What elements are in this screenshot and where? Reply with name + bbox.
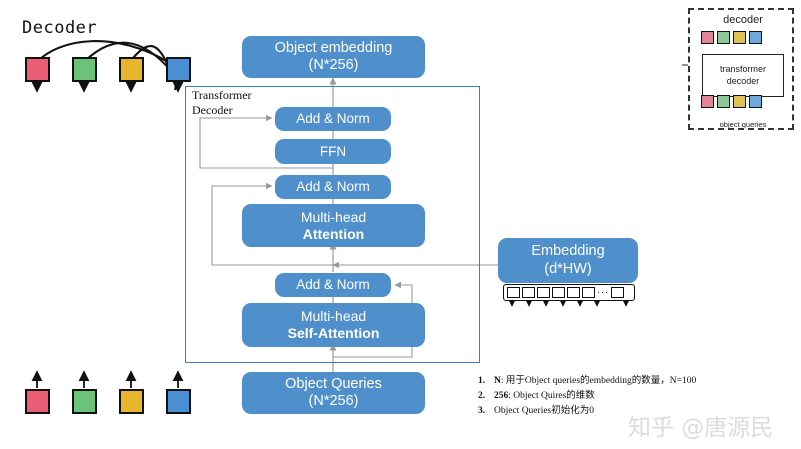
embedding-token-ellipsis: ···	[597, 287, 609, 297]
inset-bottom-square-blue	[749, 95, 762, 108]
embedding-token-cell	[507, 287, 520, 298]
decoder-square-green	[72, 57, 97, 82]
object-embedding-dims: (N*256)	[308, 57, 359, 73]
inset-bottom-square-red	[701, 95, 714, 108]
inset-decoder-diagram: decoder transformer decoder object queri…	[688, 8, 794, 130]
multi-head-self-attention-label-line1: Multi-head	[300, 308, 367, 325]
add-norm-mid-label: Add & Norm	[296, 179, 370, 195]
note-text: Object Quires的维数	[513, 391, 595, 401]
add-norm-bottom-box[interactable]: Add & Norm	[275, 273, 391, 297]
add-norm-mid-box[interactable]: Add & Norm	[275, 175, 391, 199]
add-norm-bottom-label: Add & Norm	[296, 277, 370, 293]
embedding-token-strip: ···	[503, 284, 635, 301]
inset-caption: object queries	[719, 120, 767, 129]
object-queries-label: Object Queries	[285, 375, 382, 392]
notes-list: 1. N: 用于Object queries的embedding的数量，N=10…	[478, 374, 778, 419]
object-query-square-blue	[166, 389, 191, 414]
note-body: N: 用于Object queries的embedding的数量，N=100	[494, 374, 696, 389]
decoder-top-arrows	[31, 82, 184, 93]
note-body: 256: Object Quires的维数	[494, 389, 595, 404]
decoder-square-blue	[166, 57, 191, 82]
multi-head-attention-label-line2: Attention	[302, 225, 365, 242]
decoder-arcs	[32, 40, 178, 91]
note-index: 2.	[478, 391, 486, 401]
multi-head-self-attention-box[interactable]: Multi-head Self-Attention	[242, 303, 425, 347]
embedding-token-cell	[552, 287, 565, 298]
inset-title: decoder	[723, 14, 763, 26]
embedding-token-cell	[522, 287, 535, 298]
multi-head-attention-label-line1: Multi-head	[300, 208, 367, 225]
inset-transformer-decoder-box: transformer decoder	[702, 54, 784, 97]
add-norm-top-label: Add & Norm	[296, 111, 370, 127]
object-queries-box[interactable]: Object Queries (N*256)	[242, 372, 425, 414]
embedding-token-cell	[567, 287, 580, 298]
note-sep: :	[508, 391, 511, 401]
decoder-square-red	[25, 57, 50, 82]
decoder-title: Decoder	[22, 18, 98, 38]
note-key: 256	[494, 391, 509, 401]
note-item: 2. 256: Object Quires的维数	[478, 389, 778, 404]
inset-bottom-square-yellow	[733, 95, 746, 108]
object-query-square-green	[72, 389, 97, 414]
note-key: N	[494, 376, 501, 386]
transformer-decoder-label: Transformer Decoder	[192, 88, 272, 118]
inset-top-square-green	[717, 31, 730, 44]
note-text: Object Queries初始化为0	[494, 406, 594, 416]
embedding-token-cell	[582, 287, 595, 298]
embedding-strip-stems	[508, 300, 630, 307]
embedding-dims: (d*HW)	[544, 260, 592, 277]
object-query-square-red	[25, 389, 50, 414]
multi-head-self-attention-label-line2: Self-Attention	[287, 325, 380, 341]
add-norm-top-box[interactable]: Add & Norm	[275, 107, 391, 131]
note-item: 3. Object Queries初始化为0	[478, 404, 778, 419]
embedding-box[interactable]: Embedding (d*HW)	[498, 238, 638, 283]
ffn-box[interactable]: FFN	[275, 139, 391, 164]
inset-top-square-blue	[749, 31, 762, 44]
embedding-token-cell	[537, 287, 550, 298]
multi-head-attention-box[interactable]: Multi-head Attention	[242, 204, 425, 247]
note-text: 用于Object queries的embedding的数量，N=100	[505, 376, 697, 386]
object-queries-dims: (N*256)	[308, 393, 359, 409]
transformer-decoder-frame	[185, 86, 480, 363]
note-sep: :	[500, 376, 504, 386]
inset-core-line2: decoder	[726, 75, 760, 86]
ffn-label: FFN	[319, 143, 347, 159]
object-query-square-yellow	[119, 389, 144, 414]
transformer-decoder-label-line2: Decoder	[192, 103, 233, 117]
queries-bottom-arrows	[31, 370, 184, 388]
inset-top-square-red	[701, 31, 714, 44]
embedding-token-cell	[611, 287, 624, 298]
transformer-decoder-label-line1: Transformer	[192, 88, 252, 102]
watermark: 知乎 @唐源民	[628, 415, 774, 441]
note-item: 1. N: 用于Object queries的embedding的数量，N=10…	[478, 374, 778, 389]
inset-top-square-yellow	[733, 31, 746, 44]
object-embedding-label: Object embedding	[274, 39, 393, 56]
object-embedding-box[interactable]: Object embedding (N*256)	[242, 36, 425, 78]
note-index: 1.	[478, 376, 486, 386]
inset-core-line1: transformer	[719, 64, 766, 75]
embedding-label: Embedding	[531, 243, 605, 260]
decoder-square-yellow	[119, 57, 144, 82]
note-index: 3.	[478, 406, 486, 416]
note-body: Object Queries初始化为0	[494, 404, 594, 419]
inset-bottom-square-green	[717, 95, 730, 108]
